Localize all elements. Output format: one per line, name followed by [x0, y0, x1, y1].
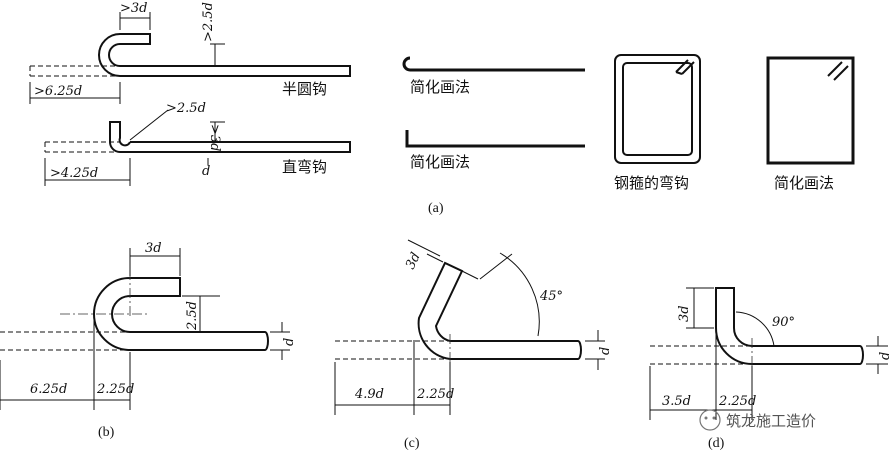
c-dim-hook-length: 3d — [403, 250, 424, 271]
c-angle: 45° — [539, 289, 563, 304]
semicircle-dim-bottom: >6.25d — [34, 84, 82, 99]
simplified-straight: 简化画法 — [405, 130, 585, 171]
semicircle-hook-figure: >3d >2.5d >6.25d 半圆钩 — [29, 1, 351, 104]
straight-dim-d: d — [202, 164, 210, 179]
semicircle-dim-top: >3d — [120, 1, 148, 16]
b-dim-d: d — [282, 338, 297, 346]
straight-dim-bottom: >4.25d — [50, 166, 98, 181]
b-dim-height: 2.5d — [185, 301, 200, 331]
caption-b: (b) — [98, 425, 115, 440]
c-dim-d: d — [598, 347, 613, 355]
stirrup-label: 钢箍的弯钩 — [614, 174, 689, 192]
semicircle-dim-right: >2.5d — [201, 2, 216, 42]
panel-a: >3d >2.5d >6.25d 半圆钩 >2.5d >3d d >4.25d … — [29, 1, 855, 216]
straight-hook-label: 直弯钩 — [282, 158, 327, 176]
b-dim-hook-length: 3d — [145, 241, 162, 256]
stirrup-hook-figure: 钢箍的弯钩 — [614, 54, 701, 192]
d-angle: 90° — [772, 315, 795, 330]
d-dim-d: d — [878, 352, 893, 360]
semicircle-hook-label: 半圆钩 — [282, 80, 327, 98]
straight-hook-figure: >2.5d >3d d >4.25d 直弯钩 — [44, 101, 351, 186]
panel-c: 3d 45° d 4.9d 2.25d (c) — [334, 239, 613, 451]
watermark: 筑龙施工造价 — [699, 409, 816, 431]
simplified-semicircle: 简化画法 — [402, 56, 585, 96]
panel-b: 3d 2.5d d 6.25d 2.25d (b) — [0, 241, 297, 440]
watermark-text: 筑龙施工造价 — [726, 412, 816, 430]
straight-dim-top: >2.5d — [166, 101, 206, 116]
b-dim-left: 6.25d — [30, 382, 67, 397]
wechat-icon — [699, 409, 721, 431]
d-dim-right: 2.25d — [718, 394, 756, 409]
stirrup-simplified-label: 简化画法 — [774, 174, 834, 192]
stirrup-simplified-figure: 简化画法 — [766, 56, 855, 192]
panel-d: 3d 90° d 3.5d 2.25d (d) — [649, 287, 893, 451]
d-dim-hook-length: 3d — [677, 305, 692, 322]
simplified-label-2: 简化画法 — [410, 153, 470, 171]
caption-c: (c) — [404, 436, 420, 451]
caption-a: (a) — [428, 201, 444, 216]
caption-d: (d) — [708, 436, 725, 451]
straight-dim-right: >3d — [207, 124, 222, 152]
c-dim-right: 2.25d — [416, 387, 454, 402]
c-dim-left: 4.9d — [354, 387, 384, 402]
simplified-label-1: 简化画法 — [410, 78, 470, 96]
b-dim-right: 2.25d — [96, 382, 134, 397]
d-dim-left: 3.5d — [662, 394, 691, 409]
